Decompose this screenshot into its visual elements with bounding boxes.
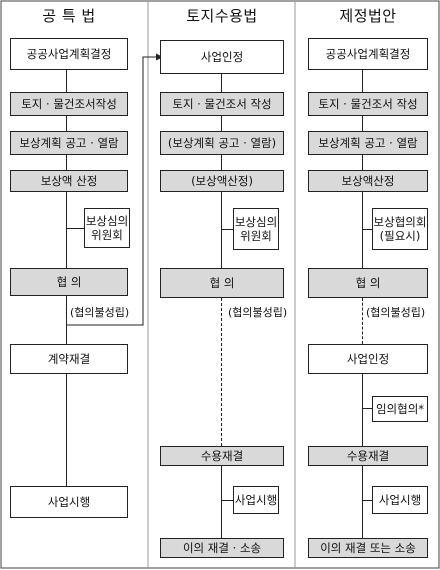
col3-voluntary-branch <box>362 408 372 409</box>
col2-step-expropriation-ruling: 수용재결 <box>160 446 284 466</box>
col2-step-notice: (보상계획 공고 · 열람) <box>160 131 284 155</box>
arrow-head-icon <box>156 53 163 61</box>
col3-step-objection-or-lawsuit: 이의 재결 또는 소송 <box>308 538 428 558</box>
col1-note-failed: (협의불성립) <box>70 306 130 319</box>
col3-execution-branch <box>362 500 372 501</box>
col3-step-expropriation-ruling: 수용재결 <box>308 446 428 466</box>
col2-step-valuation: (보상액산정) <box>160 170 284 192</box>
col3-step-negotiation: 협 의 <box>308 268 428 298</box>
col2-step-negotiation: 협 의 <box>160 268 284 298</box>
col2-spine-bottom <box>221 466 222 538</box>
col2-note-failed: (협의불성립) <box>228 306 288 319</box>
col3-step-project-approval: 사업인정 <box>308 344 428 374</box>
col3-step-execution: 사업시행 <box>372 486 428 514</box>
col3-step-voluntary-negotiation: 임의협의* <box>372 396 428 422</box>
col3-step-council: 보상협의회 (필요시) <box>372 208 428 250</box>
col3-note-failed: (협의불성립) <box>366 306 426 319</box>
col2-step-survey: 토지 · 물건조서 작성 <box>160 92 284 116</box>
col1-header: 공 특 법 <box>42 7 96 25</box>
col2-execution-branch <box>221 500 233 501</box>
col2-header: 토지수용법 <box>186 7 258 25</box>
col2-step-project-approval: 사업인정 <box>160 40 284 74</box>
col3-header: 제정법안 <box>339 7 397 25</box>
col3-step-plan-decision: 공공사업계획결정 <box>308 38 428 70</box>
col3-step-survey: 토지 · 물건조서 작성 <box>308 92 428 116</box>
col1-committee-branch <box>66 228 84 229</box>
col3-spine-dashed <box>362 298 363 344</box>
col1-step-contract-ruling: 계약재결 <box>10 344 128 374</box>
col2-step-execution: 사업시행 <box>233 486 279 514</box>
col1-step-execution: 사업시행 <box>10 486 128 518</box>
col1-step-notice: 보상계획 공고 · 열람 <box>10 131 128 155</box>
col1-step-plan-decision: 공공사업계획결정 <box>10 38 128 70</box>
col2-committee-branch <box>221 229 233 230</box>
col1-step-valuation: 보상액 산정 <box>10 170 128 192</box>
col2-step-objection-ruling: 이의 재결 · 소송 <box>160 538 284 558</box>
col2-step-committee: 보상심의 위원회 <box>233 208 279 250</box>
col1-step-negotiation: 협 의 <box>10 268 128 296</box>
col1-step-committee: 보상심의 위원회 <box>84 208 130 248</box>
col1-step-survey: 토지 · 물건조서작성 <box>10 92 128 116</box>
col3-step-valuation: 보상액산정 <box>308 170 428 192</box>
col3-council-branch <box>362 229 372 230</box>
col3-step-notice: 보상계획 공고 · 열람 <box>308 131 428 155</box>
col2-spine-dashed <box>221 298 222 446</box>
